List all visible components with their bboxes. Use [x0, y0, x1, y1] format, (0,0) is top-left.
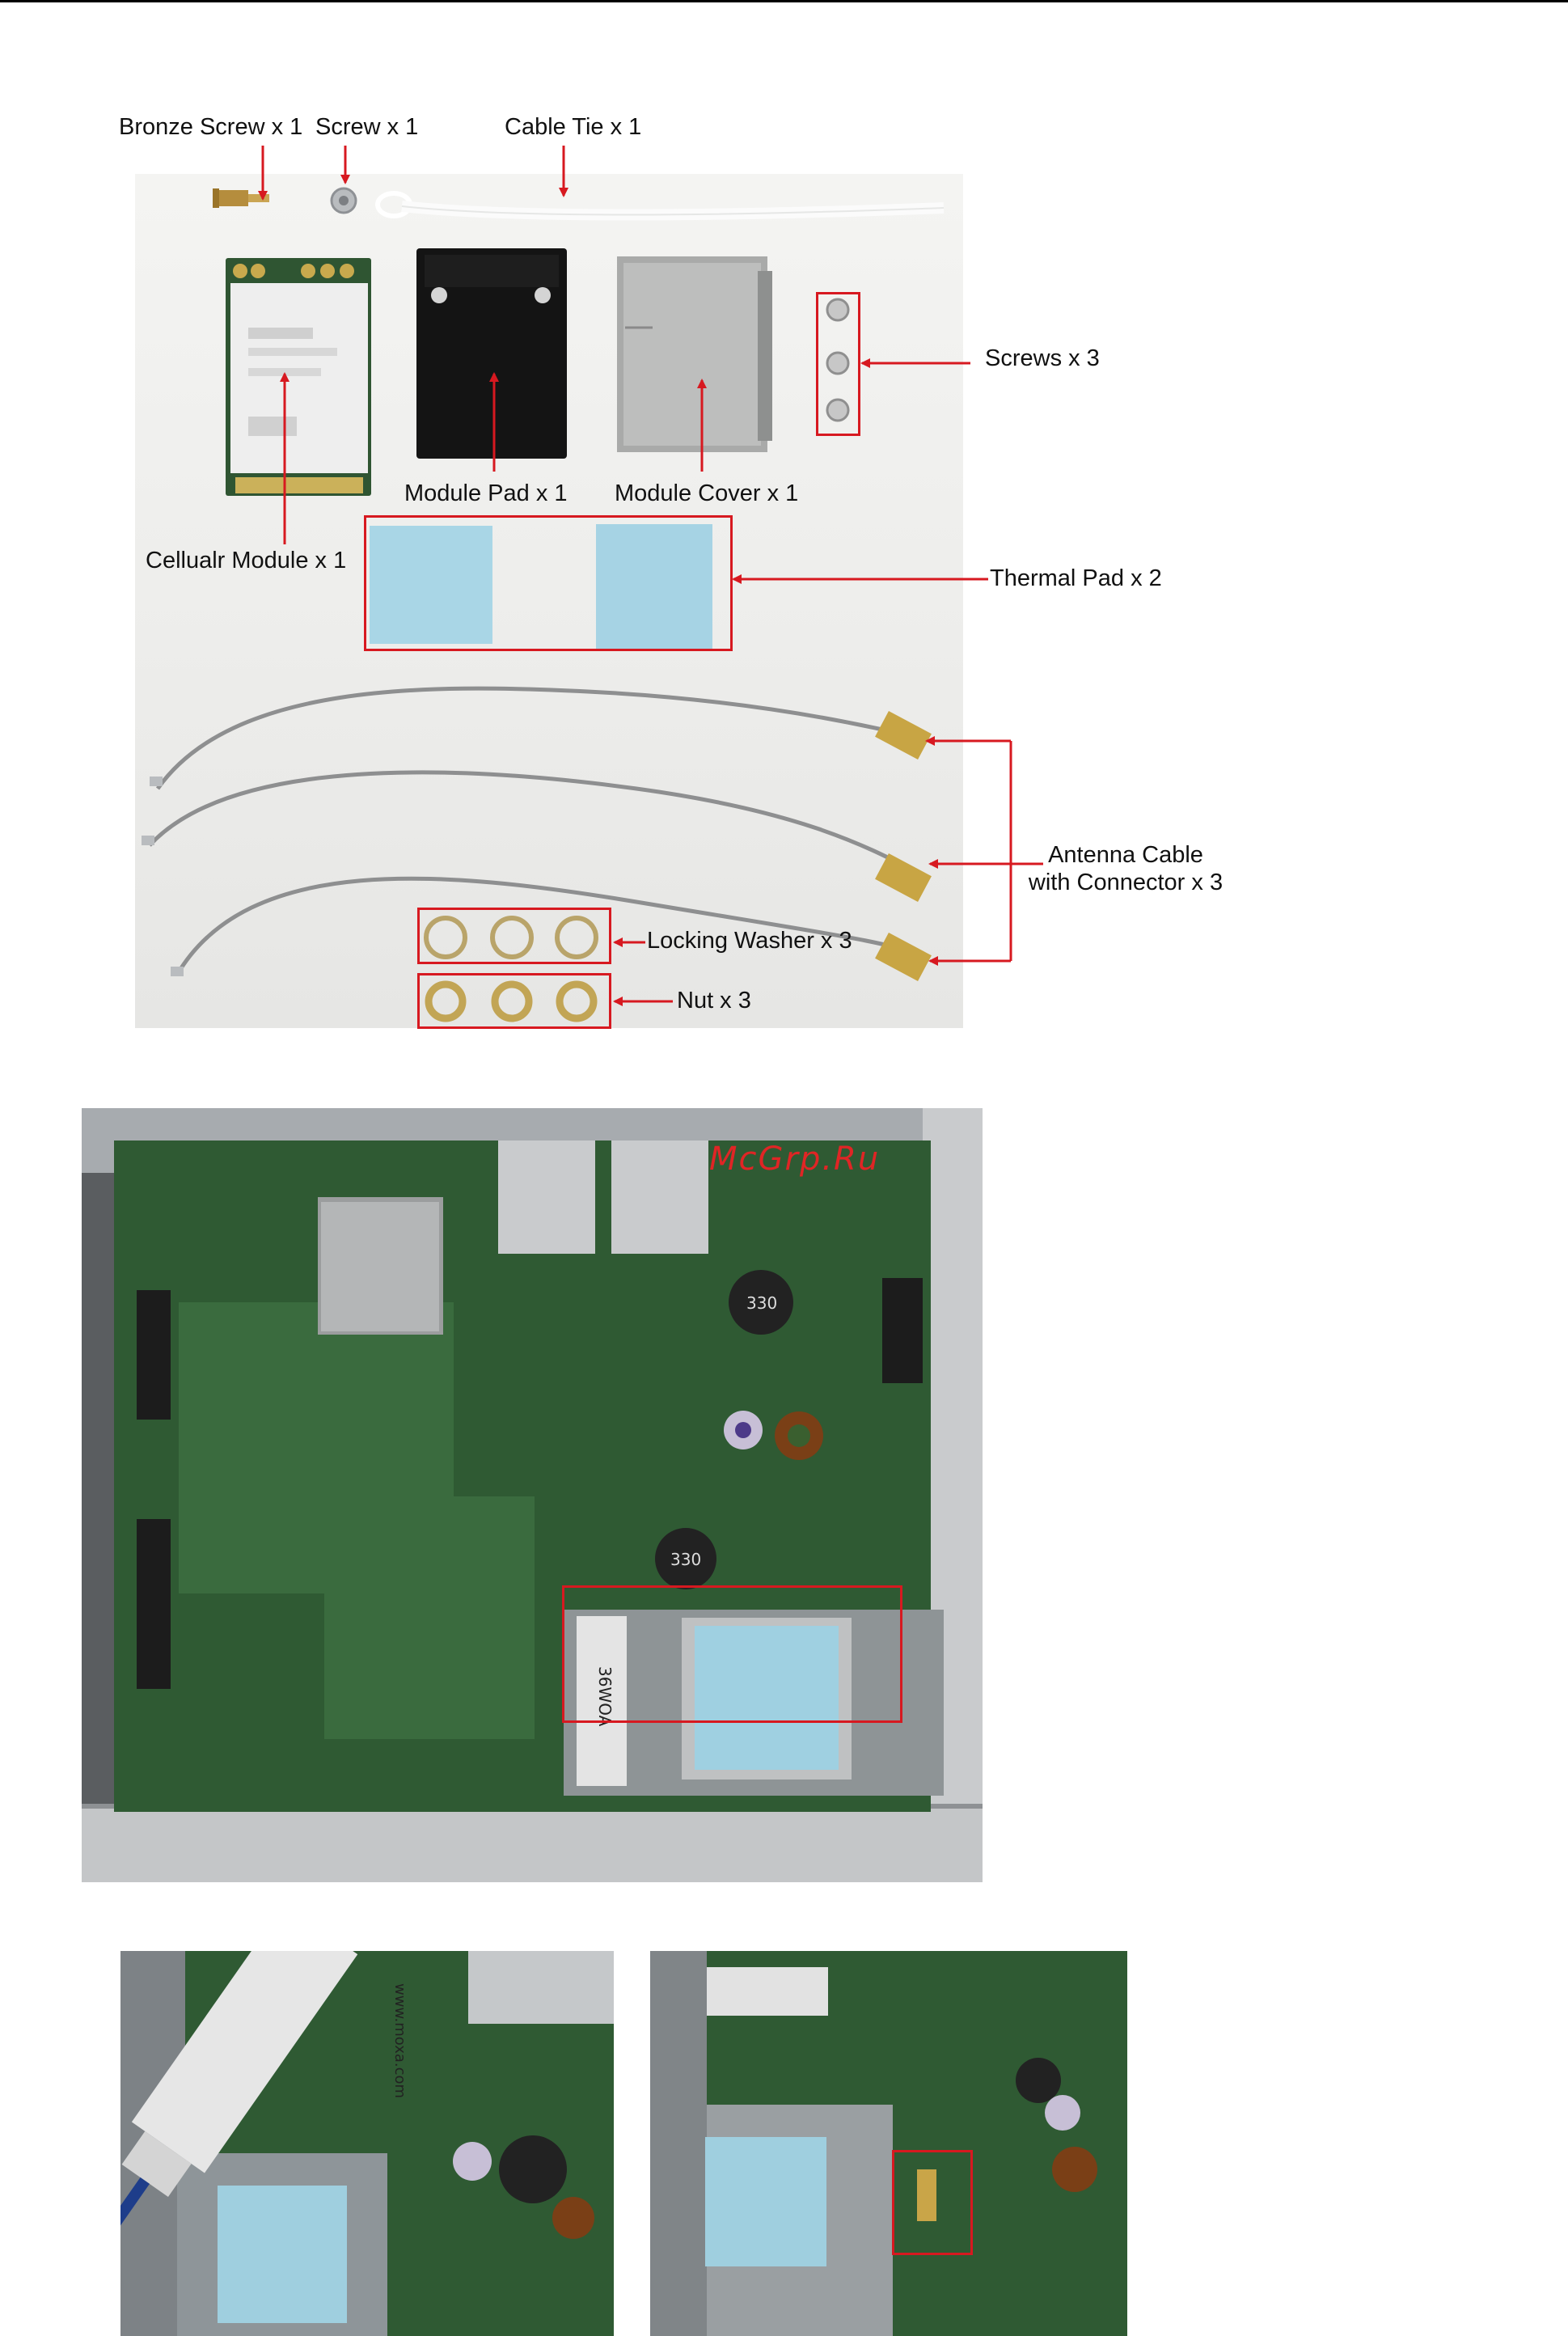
label-cellular-module: Cellualr Module x 1: [146, 547, 346, 574]
standoff-highlight-box: [892, 2150, 973, 2255]
callout-arrows: [0, 0, 1568, 1052]
inductor-label-2: 330: [670, 1550, 701, 1569]
module-slot-highlight-box: [562, 1585, 902, 1723]
label-nut: Nut x 3: [677, 987, 751, 1014]
label-screws: Screws x 3: [985, 345, 1100, 372]
label-thermal-pad: Thermal Pad x 2: [990, 565, 1162, 592]
watermark: McGrp.Ru: [709, 1140, 880, 1178]
pen-brand-text: www.moxa.com: [391, 1983, 408, 2098]
application-illustration: www.moxa.com: [120, 1951, 614, 2336]
label-antenna-cable-line1: Antenna Cable: [1021, 841, 1231, 869]
board-illustration: 330 330 36WOA: [82, 1108, 983, 1882]
label-module-cover: Module Cover x 1: [615, 480, 798, 507]
label-antenna-cable: Antenna Cable with Connector x 3: [1021, 841, 1231, 896]
label-antenna-cable-line2: with Connector x 3: [1021, 869, 1231, 896]
board-installation-photo: 330 330 36WOA McGrp.Ru: [82, 1108, 983, 1882]
label-locking-washer: Locking Washer x 3: [647, 927, 852, 954]
standoff-illustration: [650, 1951, 1127, 2336]
thermal-pad-application-photo: www.moxa.com: [120, 1951, 614, 2336]
standoff-installed-photo: [650, 1951, 1127, 2336]
inductor-label-1: 330: [746, 1293, 777, 1313]
label-module-pad: Module Pad x 1: [404, 480, 568, 507]
